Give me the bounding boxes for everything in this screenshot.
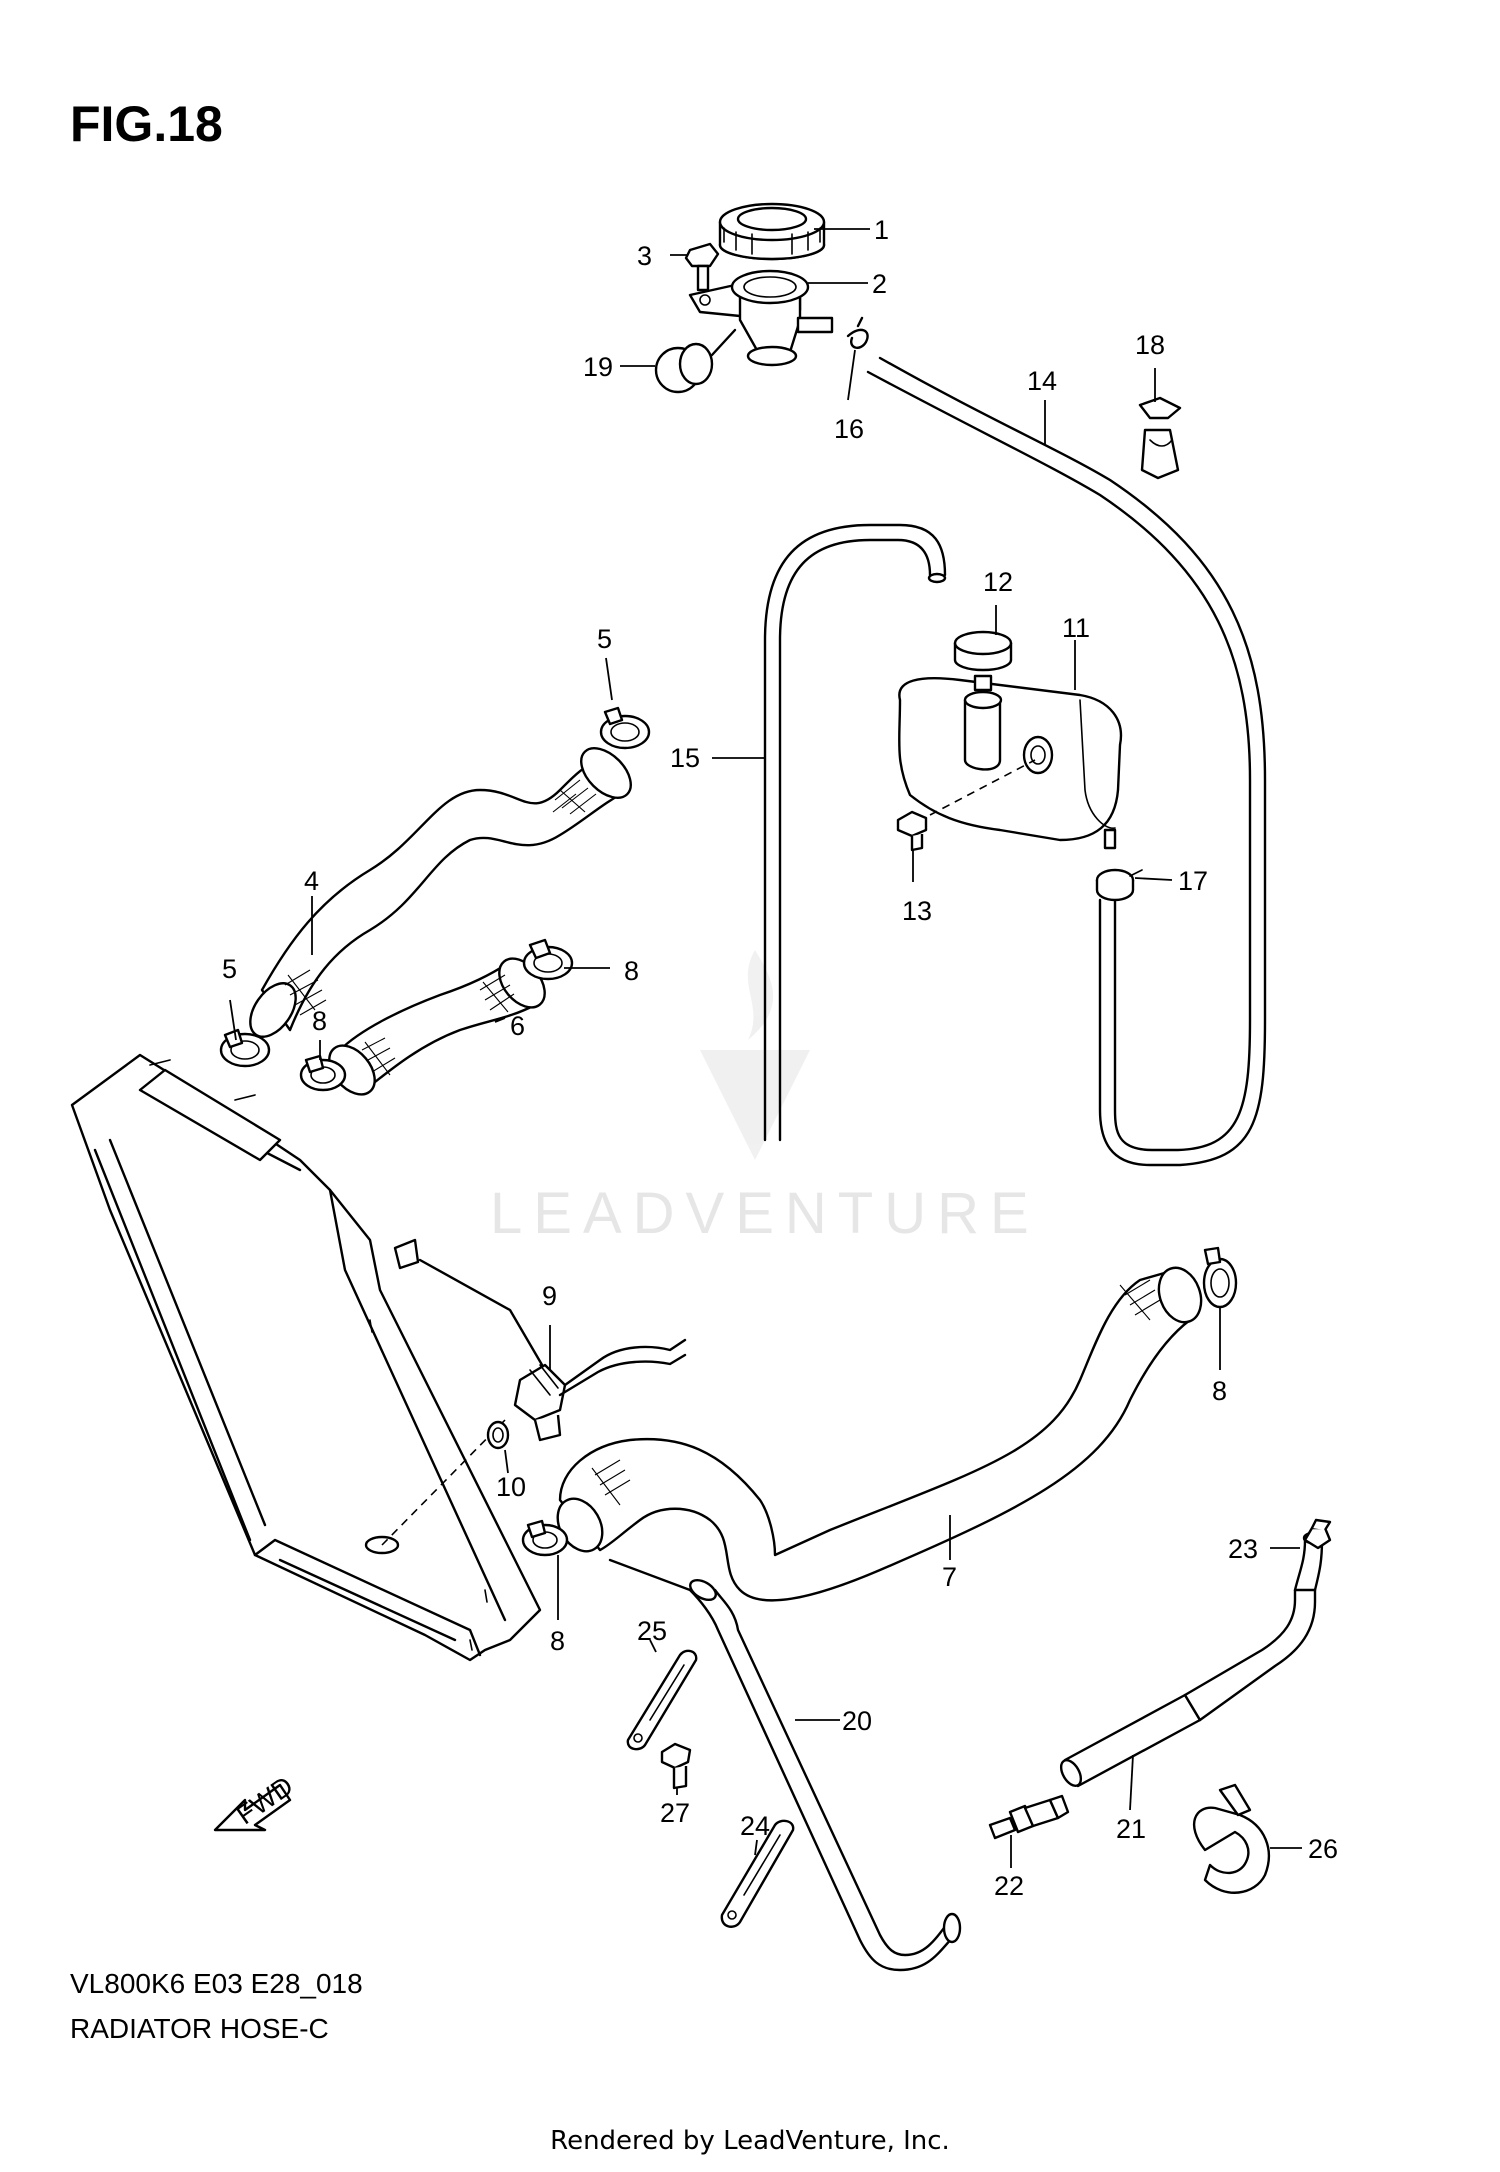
hose-clamp-5-lower	[219, 1028, 271, 1068]
radiator-hose-7	[556, 1266, 1203, 1602]
model-code: VL800K6 E03 E28_018	[70, 1968, 363, 1999]
callout-12: 12	[983, 567, 1013, 597]
hose-21	[1059, 1531, 1324, 1788]
callout-4: 4	[304, 866, 319, 896]
figure-title: FIG.18	[70, 96, 223, 152]
callout-8-right: 8	[1212, 1376, 1227, 1406]
hose-clamp-8-left	[299, 1054, 347, 1092]
diagram-caption: RADIATOR HOSE-C	[70, 2013, 329, 2044]
callout-9: 9	[542, 1281, 557, 1311]
callout-16: 16	[834, 414, 864, 444]
callout-22: 22	[994, 1871, 1024, 1901]
watermark: LEADVENTURE	[490, 1181, 1040, 1246]
radiator-hose-4	[249, 747, 632, 1038]
reservoir-tank-11	[898, 674, 1123, 850]
watermark-logo	[700, 950, 810, 1160]
callout-8-bottom: 8	[550, 1626, 565, 1656]
callout-3: 3	[637, 241, 652, 271]
joint-22	[988, 1794, 1070, 1840]
callout-8-upper: 8	[624, 956, 639, 986]
callout-23: 23	[1228, 1534, 1258, 1564]
reservoir-cap-12	[953, 630, 1013, 672]
clamp-18	[1138, 396, 1182, 480]
callout-numbers: 1 2 3 19 16 14 18 12 11 15 5 17 13 4 8 5…	[222, 215, 1338, 1901]
callout-21: 21	[1116, 1814, 1146, 1844]
mount-line-13	[929, 759, 1036, 816]
callout-20: 20	[842, 1706, 872, 1736]
callout-10: 10	[496, 1472, 526, 1502]
bracket-25	[626, 1649, 698, 1751]
callout-11: 11	[1062, 613, 1090, 643]
callout-7: 7	[942, 1562, 957, 1592]
hose-clamp-8-upper	[522, 938, 574, 981]
callout-13: 13	[902, 896, 932, 926]
hose-20	[608, 1558, 962, 1972]
render-credit: Rendered by LeadVenture, Inc.	[550, 2126, 950, 2156]
callout-1: 1	[874, 215, 889, 245]
callout-15: 15	[670, 743, 700, 773]
clamp-26	[1193, 1783, 1270, 1894]
callout-6: 6	[510, 1011, 525, 1041]
washer-10	[486, 1420, 510, 1450]
callout-5-upper: 5	[597, 624, 612, 654]
bolt-27	[660, 1742, 692, 1790]
callout-24: 24	[740, 1811, 770, 1841]
callout-25: 25	[637, 1616, 667, 1646]
overflow-hose-14	[866, 356, 1267, 1167]
bolt-13	[896, 810, 928, 852]
bolt-3	[684, 242, 720, 292]
hose-clamp-8-right	[1202, 1246, 1238, 1309]
svg-text:FWD: FWD	[231, 1771, 299, 1831]
thermo-switch-9	[513, 1338, 687, 1442]
radiator	[70, 1053, 547, 1662]
callout-18: 18	[1135, 330, 1165, 360]
breather-hose-15	[763, 523, 947, 1142]
callout-5-lower: 5	[222, 954, 237, 984]
callout-26: 26	[1308, 1834, 1338, 1864]
bracket-24	[720, 1819, 795, 1928]
callout-19: 19	[583, 352, 613, 382]
callout-17: 17	[1178, 866, 1208, 896]
callout-8-left: 8	[312, 1006, 327, 1036]
callout-2: 2	[872, 269, 887, 299]
callout-14: 14	[1027, 366, 1057, 396]
leader-lines	[229, 228, 1302, 1868]
hose-clamp-5-upper	[599, 706, 651, 750]
callout-27: 27	[660, 1798, 690, 1828]
forward-arrow-icon: FWD	[213, 1771, 299, 1832]
hose-clamp-8-bottom	[521, 1519, 569, 1557]
clip-17	[1095, 868, 1143, 902]
filler-neck	[688, 269, 834, 367]
clip-23	[1303, 1518, 1332, 1550]
clip-16	[846, 316, 869, 349]
clamp-19	[654, 328, 737, 394]
radiator-cap	[718, 202, 826, 261]
